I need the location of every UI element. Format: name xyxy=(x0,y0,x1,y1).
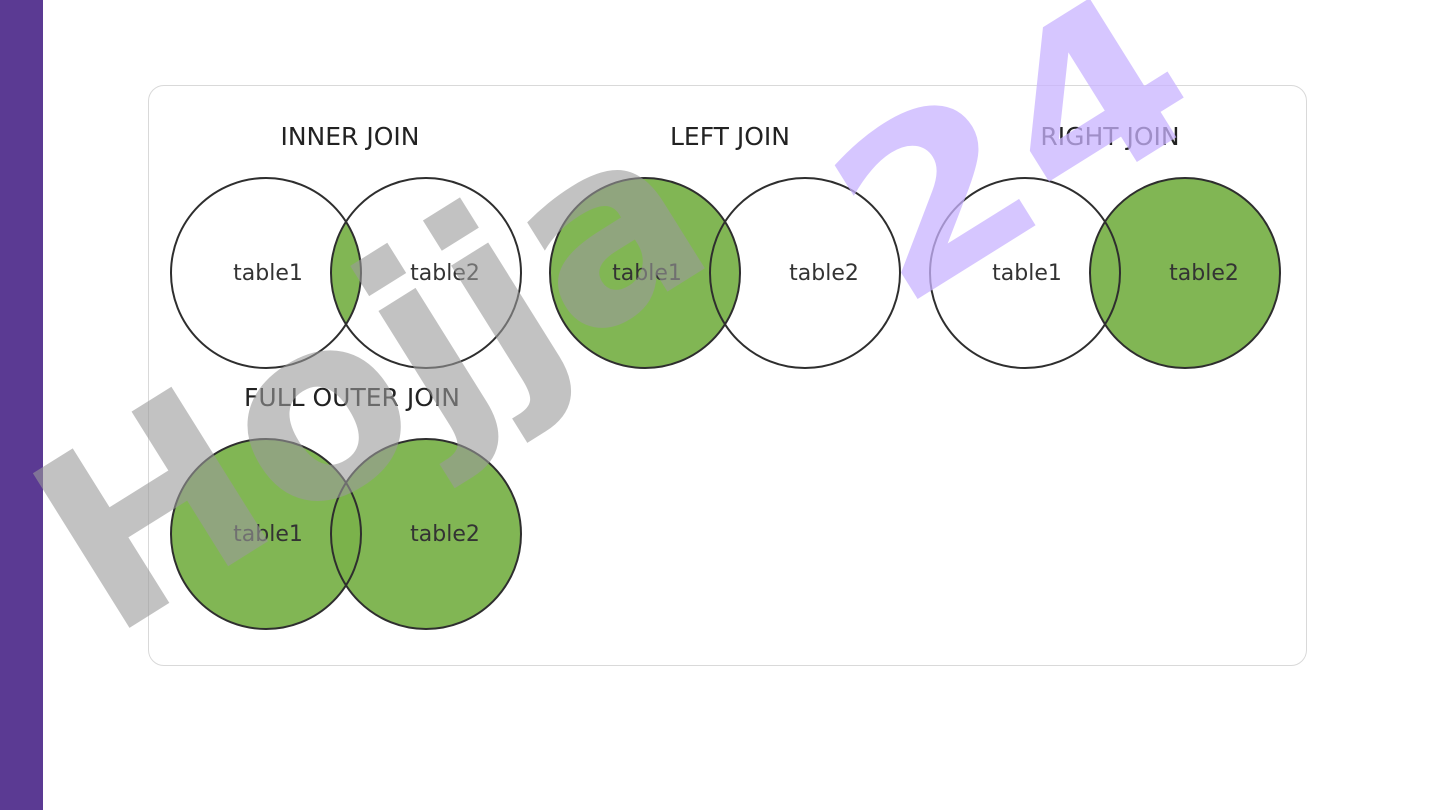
left-join-table1-label: table1 xyxy=(612,261,682,286)
inner-join-table2-label: table2 xyxy=(410,261,480,286)
full-outer-join-table2-label: table2 xyxy=(410,522,480,547)
left-join-diagram: LEFT JOIN table1 table2 xyxy=(549,122,901,369)
inner-join-table1-label: table1 xyxy=(233,261,303,286)
left-join-table1-circle xyxy=(549,177,741,369)
left-join-table2-circle xyxy=(709,177,901,369)
inner-join-table2-circle xyxy=(330,177,522,369)
left-join-title: LEFT JOIN xyxy=(670,122,790,151)
full-outer-join-diagram: FULL OUTER JOIN table1 table2 xyxy=(170,383,522,630)
right-join-table2-fill xyxy=(1090,178,1280,368)
left-join-table1-fill xyxy=(550,178,740,368)
full-outer-join-table1-fill xyxy=(171,439,361,629)
full-outer-join-title: FULL OUTER JOIN xyxy=(244,383,460,412)
right-join-table2-label: table2 xyxy=(1169,261,1239,286)
inner-join-title: INNER JOIN xyxy=(280,122,419,151)
left-join-table2-label: table2 xyxy=(789,261,859,286)
right-join-table1-circle xyxy=(929,177,1121,369)
inner-join-diagram: INNER JOIN table1 table2 xyxy=(170,122,522,369)
right-join-diagram: RIGHT JOIN table1 table2 xyxy=(929,122,1281,369)
full-outer-join-table2-fill xyxy=(331,439,521,629)
full-outer-join-table1-label: table1 xyxy=(233,522,303,547)
inner-join-table1-circle xyxy=(170,177,362,369)
right-join-table1-label: table1 xyxy=(992,261,1062,286)
accent-side-bar xyxy=(0,0,43,810)
right-join-title: RIGHT JOIN xyxy=(1040,122,1179,151)
full-outer-join-table2-circle xyxy=(330,438,522,630)
full-outer-join-table1-circle xyxy=(170,438,362,630)
right-join-table2-circle xyxy=(1089,177,1281,369)
